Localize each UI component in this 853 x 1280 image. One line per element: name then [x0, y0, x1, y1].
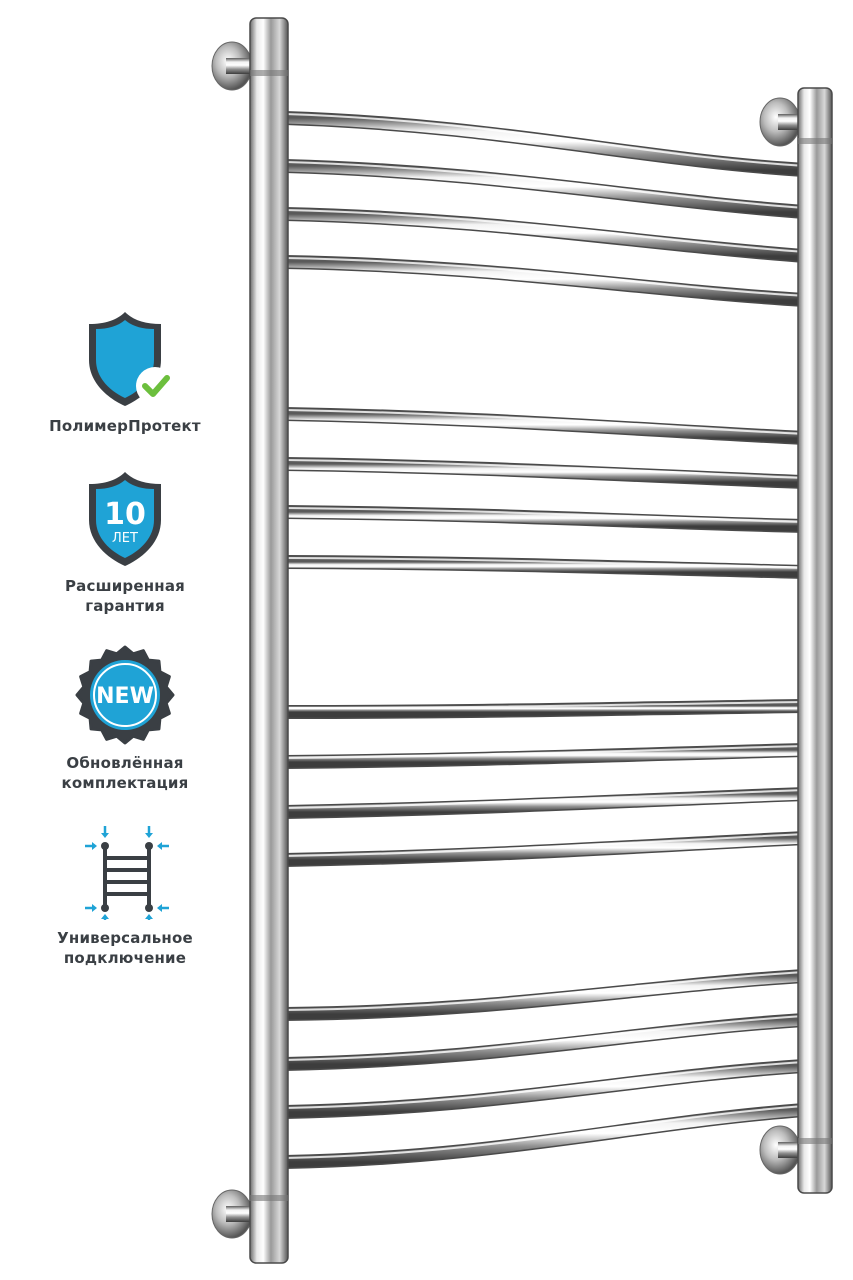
warranty-unit: ЛЕТ	[112, 531, 138, 546]
feature-label: ПолимерПротект	[49, 417, 201, 435]
new-badge-text: NEW	[96, 684, 154, 709]
new-badge-icon: NEW	[75, 645, 175, 745]
right-riser	[797, 87, 833, 1194]
feature-warranty: 10 ЛЕТ Расширенная гарантия	[40, 468, 210, 616]
rails	[278, 111, 812, 1169]
feature-label: Обновлённая комплектация	[61, 754, 189, 792]
shield-warranty-icon: 10 ЛЕТ	[89, 472, 161, 566]
connection-diagram-icon	[85, 826, 169, 920]
left-riser	[249, 17, 289, 1264]
warranty-number: 10	[104, 497, 146, 532]
wall-mount-bottom-left	[211, 1189, 256, 1239]
feature-new: NEW Обновлённая комплектация	[40, 645, 210, 793]
feature-label: Универсальное подключение	[57, 929, 193, 967]
shield-check-icon	[89, 312, 174, 406]
feature-universal-connection: Универсальное подключение	[40, 820, 210, 968]
towel-rail-image	[211, 17, 833, 1264]
feature-polymerprotect: ПолимерПротект	[40, 308, 210, 436]
feature-label: Расширенная гарантия	[64, 577, 186, 615]
